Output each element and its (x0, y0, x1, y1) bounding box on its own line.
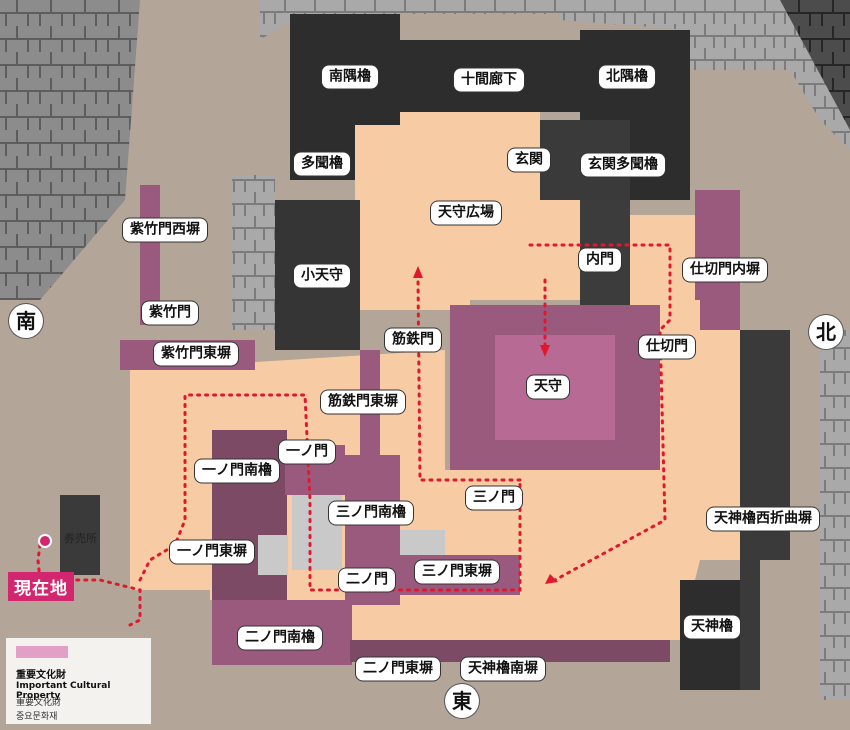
label-genkan-tamon: 玄関多聞櫓 (581, 153, 665, 177)
label-ni-no-mon: 二ノ門 (339, 568, 395, 592)
label-ichi-no-mon: 一ノ門 (279, 440, 335, 464)
current-location-label: 現在地 (8, 572, 74, 601)
label-san-higashi: 三ノ門東塀 (415, 560, 499, 584)
stone-wall-northeast (780, 0, 850, 130)
label-ni-minami: 二ノ門南櫓 (238, 626, 322, 650)
compass-north: 北 (809, 315, 843, 349)
label-tenshu-hiroba: 天守広場 (431, 201, 501, 225)
ground-east-corridor (630, 215, 700, 330)
route-arrow-up (413, 266, 423, 278)
route-arrow-down (540, 345, 550, 357)
legend-ja: 重要文化財 (16, 670, 66, 681)
stone-wall-northwest (260, 0, 560, 40)
label-sujigane-mon: 筋鉄門 (385, 328, 441, 352)
stone-wall-west (0, 0, 140, 300)
label-shishiku-mon: 紫竹門 (142, 301, 198, 325)
label-shikiri-mon: 仕切門 (639, 335, 695, 359)
ticket-office-label: 券売所 (64, 532, 97, 545)
label-shishiku-higashi: 紫竹門東塀 (154, 342, 238, 366)
label-ichi-minami: 一ノ門南櫓 (195, 459, 279, 483)
label-tamon-yagura: 多聞櫓 (294, 152, 350, 176)
legend-en: Important Cultural Property (16, 681, 111, 701)
label-tenjin: 天神櫓 (684, 615, 740, 639)
ticket-office (60, 495, 100, 575)
label-genkan: 玄関 (508, 148, 550, 172)
stone-wall-south (820, 330, 850, 700)
compass-east: 東 (445, 684, 479, 718)
label-tenshu: 天守 (527, 375, 569, 399)
label-ichi-higashi: 一ノ門東塀 (170, 540, 254, 564)
label-uchi-mon: 内門 (579, 248, 621, 272)
label-san-minami: 三ノ門南櫓 (329, 501, 413, 525)
label-ko-tenshu: 小天守 (294, 264, 350, 288)
label-tenjin-nishi: 天神櫓西折曲塀 (707, 507, 819, 531)
label-jikken-rouka: 十間廊下 (454, 68, 524, 92)
label-san-no-mon: 三ノ門 (466, 486, 522, 510)
legend: 重要文化財 Important Cultural Property 重要文化財 … (6, 638, 151, 724)
route-arrow-sw (545, 574, 558, 584)
stairs-san (400, 530, 445, 555)
legend-zh: 重要文化財 (16, 698, 62, 708)
label-minami-sumi-yagura: 南隅櫓 (322, 65, 378, 89)
label-ni-higashi: 二ノ門東塀 (356, 657, 440, 681)
legend-swatch (16, 646, 68, 658)
compass-south: 南 (9, 304, 43, 338)
label-sujigane-higashi: 筋鉄門東塀 (321, 390, 405, 414)
building-minami-sumi (290, 14, 400, 180)
stairs-west (258, 535, 288, 575)
legend-ko: 중요문화재 (16, 712, 58, 722)
stone-wall-inner-west (232, 175, 275, 330)
label-tenjin-minami: 天神櫓南塀 (461, 657, 545, 681)
label-shikiri-uchi-bei: 仕切門内塀 (683, 258, 767, 282)
current-location-marker (38, 534, 52, 548)
label-kita-sumi-yagura: 北隅櫓 (599, 65, 655, 89)
label-shishiku-nishi: 紫竹門西塀 (123, 218, 207, 242)
building-ni-higashi (350, 640, 670, 662)
stone-wall-north (560, 0, 850, 150)
